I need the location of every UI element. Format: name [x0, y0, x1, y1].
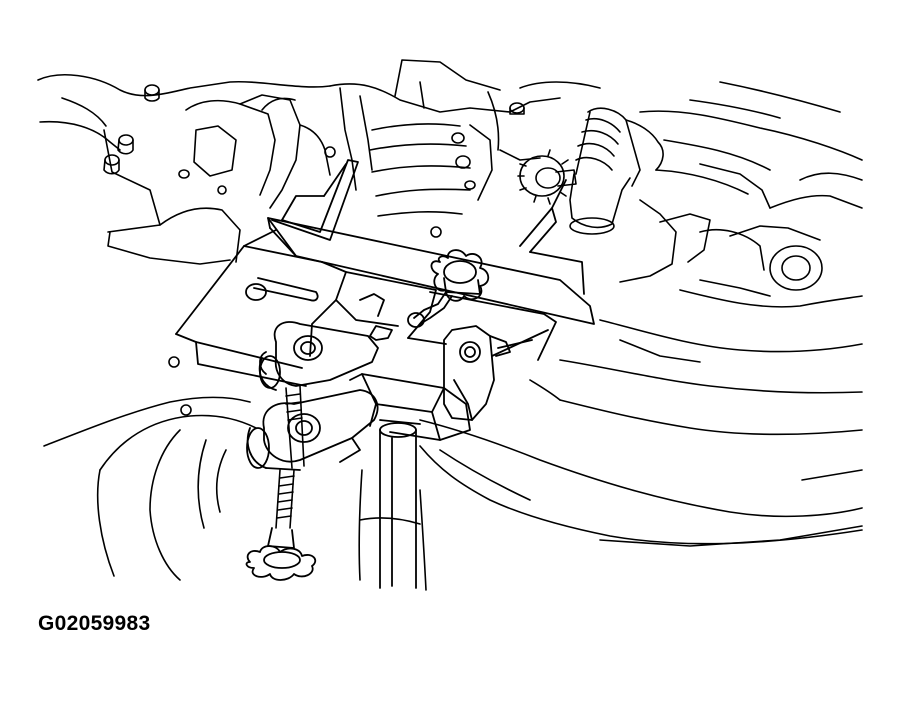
figure-id-label: G02059983: [38, 612, 151, 635]
right-housing: [560, 82, 862, 393]
bolt-icon: [510, 103, 524, 114]
pivot-arm-lower: [247, 390, 378, 470]
pivot-arm-right: [444, 326, 510, 420]
bolt-icon: [104, 155, 119, 174]
adjusting-knob-icon: [408, 250, 488, 327]
speed-sensor-gear: [518, 150, 576, 204]
lower-star-knob-icon: [247, 528, 316, 580]
jack-column: [380, 423, 416, 588]
jack-adapter-frame: [176, 160, 594, 386]
lower-body: [44, 357, 862, 590]
threaded-screw: [276, 386, 304, 528]
jack-post-block: [350, 374, 470, 440]
rubber-boot: [570, 108, 663, 234]
bolt-icon: [118, 135, 133, 154]
bolt-icon: [145, 85, 159, 101]
pivot-arm-upper: [260, 322, 378, 390]
transmission-housing: [38, 60, 600, 264]
